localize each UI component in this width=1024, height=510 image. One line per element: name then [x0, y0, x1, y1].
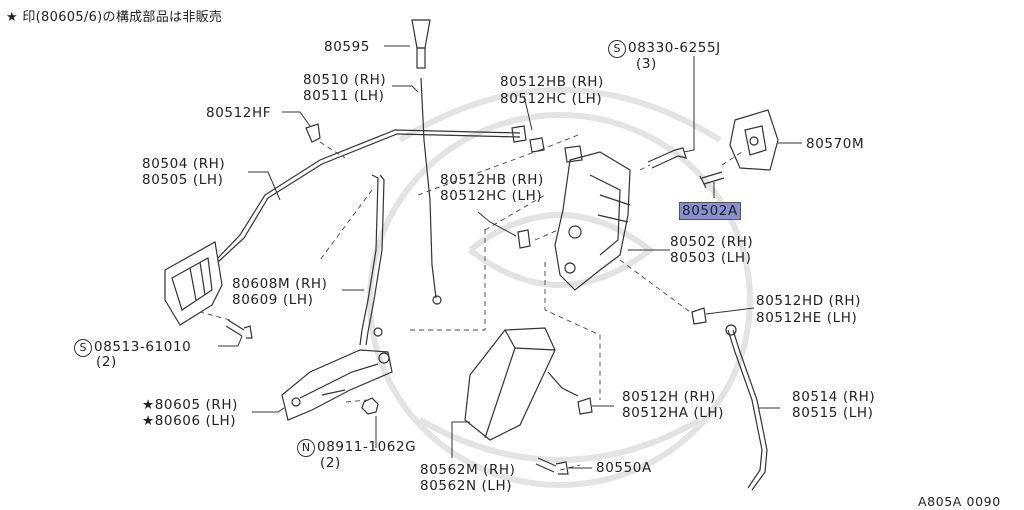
outside-rod-80608 [359, 174, 379, 346]
label-80512ha: 80512HA (LH) [622, 405, 725, 421]
label-80502: 80502 (RH) [670, 234, 754, 250]
bolt-08513-code: 08513-61010 [94, 339, 192, 355]
clip-80512hf [305, 123, 321, 143]
lock-knob-80595 [411, 19, 431, 69]
label-80512he: 80512HE (LH) [756, 310, 858, 326]
label-80505: 80505 (LH) [142, 172, 224, 188]
label-screw-08330-qty: (3) [636, 56, 657, 72]
clip-80512h [577, 397, 593, 415]
label-80570m: 80570M [806, 136, 865, 152]
label-bolt-08513-qty: (2) [96, 354, 117, 370]
label-80512hd: 80512HD (RH) [756, 293, 862, 309]
label-80550a: 80550A [596, 460, 652, 476]
striker-80570m [729, 109, 779, 171]
label-80504: 80504 (RH) [142, 156, 226, 172]
label-80512hb-middle: 80512HB (RH) [440, 172, 544, 188]
label-80512hb-upper: 80512HB (RH) [500, 74, 604, 90]
screw-08330-code: 08330-6255J [628, 40, 721, 56]
bolt-80550a [535, 457, 569, 475]
label-80609: 80609 (LH) [232, 292, 314, 308]
label-nut-08911-qty: (2) [320, 455, 341, 471]
outside-handle-80605 [281, 349, 393, 421]
label-80512hc-upper: 80512HC (LH) [500, 91, 603, 107]
label-80562n: 80562N (LH) [420, 478, 513, 494]
label-80608m: 80608M (RH) [232, 276, 328, 292]
label-80514: 80514 (RH) [792, 389, 876, 405]
leader-lines [218, 45, 802, 469]
screw-08330 [647, 147, 687, 169]
diagram-id: A805A 0090 [918, 494, 1001, 509]
nut-08911-code: 08911-1062G [317, 439, 417, 455]
inside-handle-bracket [164, 241, 223, 326]
header-note: ★ 印(80605/6)の構成部品は非販売 [6, 10, 223, 25]
lock-rod-80510 [420, 77, 437, 299]
door-lock-80502 [554, 145, 631, 291]
label-80606: ★80606 (LH) [142, 413, 237, 429]
highlighted-part-80502a: 80502A [679, 202, 741, 220]
label-80511: 80511 (LH) [303, 88, 385, 104]
bolt-08513 [225, 319, 253, 339]
clip-80512hd [691, 307, 707, 325]
screw-80502a [699, 171, 725, 189]
watermark-crest [367, 87, 753, 488]
label-80562m: 80562M (RH) [420, 462, 516, 478]
clip-80512hb-middle [517, 229, 531, 249]
actuator-80562m [464, 327, 579, 441]
label-80510: 80510 (RH) [303, 72, 387, 88]
label-80595: 80595 [324, 39, 370, 55]
screw-symbol-icon: S [74, 339, 92, 357]
nut-08911 [321, 389, 379, 415]
inside-rod-80504 [217, 129, 521, 259]
label-80512hf: 80512HF [206, 105, 272, 121]
label-80503: 80503 (LH) [670, 250, 752, 266]
label-80512h: 80512H (RH) [622, 389, 717, 405]
label-80512hc-middle: 80512HC (LH) [440, 188, 543, 204]
label-80502a: 80502A [679, 202, 741, 220]
nut-symbol-icon: N [297, 439, 315, 457]
rod-80514 [727, 329, 763, 489]
screw-symbol-icon: S [608, 40, 626, 58]
clip-80512hb-upper [511, 125, 545, 153]
label-80515: 80515 (LH) [792, 405, 874, 421]
label-80605: ★80605 (RH) [142, 397, 239, 413]
